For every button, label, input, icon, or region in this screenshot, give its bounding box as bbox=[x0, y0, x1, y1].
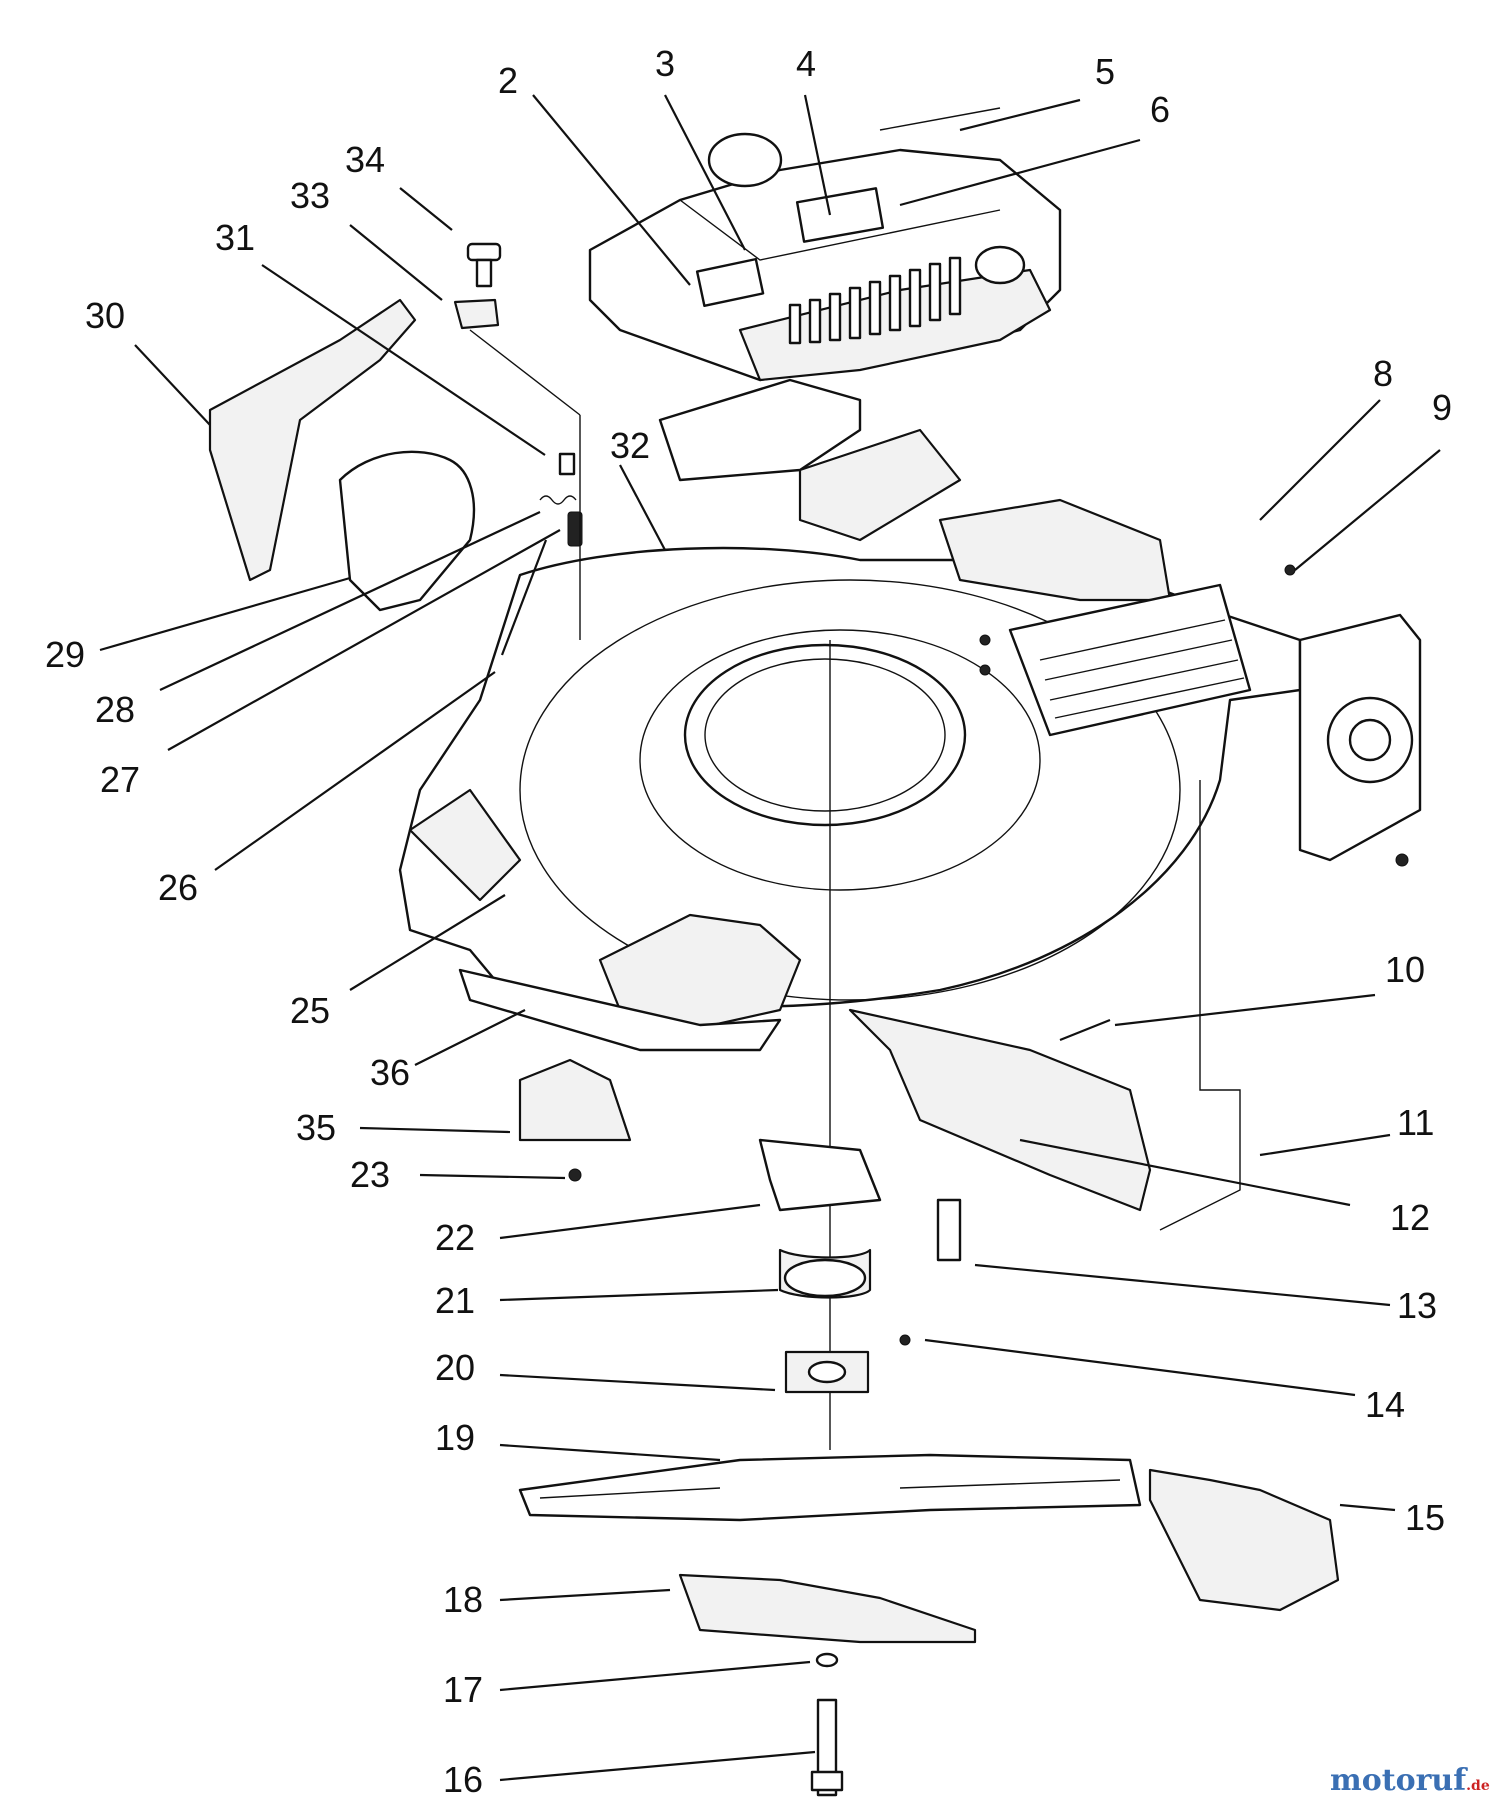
label-part-17: 17 bbox=[443, 1669, 483, 1710]
label-part-16: 16 bbox=[443, 1759, 483, 1800]
label-part-31: 31 bbox=[215, 217, 255, 258]
rear-flap bbox=[208, 298, 417, 582]
rear-door-hinge bbox=[338, 450, 476, 612]
label-part-13: 13 bbox=[1397, 1285, 1437, 1326]
label-part-21: 21 bbox=[435, 1280, 475, 1321]
rear-guard bbox=[979, 564, 1296, 737]
height-adjust-spring bbox=[500, 452, 583, 656]
watermark-suffix: .de bbox=[1466, 1778, 1490, 1794]
blade-stack bbox=[518, 1138, 1142, 1797]
engine-cooling-vents bbox=[788, 256, 962, 345]
label-part-2: 2 bbox=[498, 60, 518, 101]
fuel-cap-icon bbox=[707, 132, 783, 188]
label-part-11: 11 bbox=[1397, 1102, 1434, 1143]
label-part-22: 22 bbox=[435, 1217, 475, 1258]
label-part-34: 34 bbox=[345, 139, 385, 180]
label-part-14: 14 bbox=[1365, 1384, 1405, 1425]
label-part-33: 33 bbox=[290, 175, 330, 216]
label-part-30: 30 bbox=[85, 295, 125, 336]
mulch-plug bbox=[1148, 1468, 1340, 1612]
label-part-4: 4 bbox=[796, 43, 816, 84]
watermark-main: motoruf bbox=[1330, 1763, 1468, 1798]
leader-lines bbox=[99, 94, 1441, 1782]
label-part-28: 28 bbox=[95, 689, 135, 730]
label-part-8: 8 bbox=[1373, 353, 1393, 394]
label-part-29: 29 bbox=[45, 634, 85, 675]
label-part-25: 25 bbox=[290, 990, 330, 1031]
label-part-32: 32 bbox=[610, 425, 650, 466]
front-bumper-cap bbox=[518, 1058, 632, 1142]
label-part-15: 15 bbox=[1405, 1497, 1445, 1538]
label-part-19: 19 bbox=[435, 1417, 475, 1458]
engine bbox=[588, 107, 1062, 542]
label-part-18: 18 bbox=[443, 1579, 483, 1620]
label-part-9: 9 bbox=[1432, 387, 1452, 428]
part-number-labels: 2 3 4 5 6 8 9 10 11 12 13 14 15 16 17 18… bbox=[45, 43, 1452, 1800]
mower-deck bbox=[398, 498, 1302, 1052]
label-part-6: 6 bbox=[1150, 89, 1170, 130]
adjustment-knob bbox=[453, 242, 581, 640]
oil-cap-icon bbox=[974, 245, 1026, 285]
label-part-27: 27 bbox=[100, 759, 140, 800]
deck-baffle bbox=[848, 1008, 1152, 1212]
wheel-bracket bbox=[1298, 613, 1422, 867]
label-part-5: 5 bbox=[1095, 51, 1115, 92]
label-part-23: 23 bbox=[350, 1154, 390, 1195]
label-part-12: 12 bbox=[1390, 1197, 1430, 1238]
label-part-26: 26 bbox=[158, 867, 198, 908]
label-part-35: 35 bbox=[296, 1107, 336, 1148]
label-part-3: 3 bbox=[655, 43, 675, 84]
axle-sleeve bbox=[936, 1198, 962, 1262]
label-part-36: 36 bbox=[370, 1052, 410, 1093]
label-part-20: 20 bbox=[435, 1347, 475, 1388]
label-part-10: 10 bbox=[1385, 949, 1425, 990]
watermark-logo: motoruf.de bbox=[1330, 1763, 1490, 1798]
